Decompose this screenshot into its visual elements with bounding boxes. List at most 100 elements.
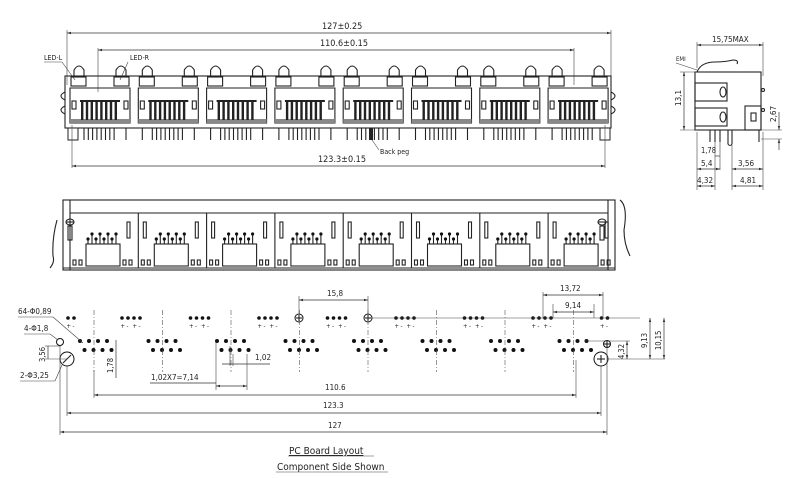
leader	[54, 364, 63, 382]
led-bump	[320, 65, 332, 76]
signal-pin	[352, 339, 356, 343]
slot	[331, 221, 336, 239]
foot	[215, 259, 220, 266]
port-top	[479, 213, 543, 268]
foot	[277, 259, 282, 266]
note-pins: 64-Φ0,89	[18, 307, 52, 316]
contact	[178, 100, 181, 120]
contact-tip	[162, 237, 166, 241]
contact	[383, 100, 386, 120]
dim-913-label: 9,13	[640, 333, 649, 348]
led-pin	[206, 316, 211, 320]
signal-pin	[219, 348, 224, 352]
port-front	[206, 65, 268, 124]
contact	[524, 100, 527, 120]
dim-depth-label: 15,75MAX	[712, 35, 749, 44]
emi-label: EMI	[676, 56, 686, 63]
signal-pin	[178, 348, 182, 352]
jack-top	[358, 243, 394, 267]
polarity-label: +	[600, 323, 605, 330]
contact	[90, 100, 93, 120]
contact-tip	[166, 232, 170, 236]
contact	[573, 100, 576, 120]
led-window	[411, 76, 429, 87]
top-peg-left	[65, 218, 75, 241]
jack-top	[290, 243, 326, 267]
contact	[300, 100, 303, 120]
slot	[126, 221, 131, 239]
polarity-label: -	[276, 323, 278, 330]
slot	[263, 221, 268, 239]
polarity-label: +	[463, 323, 468, 330]
port-opening	[69, 87, 131, 124]
top-emi-right	[619, 199, 631, 257]
jack-top	[563, 243, 599, 267]
contact	[500, 100, 503, 120]
port-front	[69, 65, 131, 124]
contact	[251, 100, 254, 120]
slot	[399, 221, 404, 239]
foot	[72, 259, 77, 266]
foot	[538, 259, 543, 266]
port-notch	[412, 100, 419, 110]
dim-178-label: 1,78	[106, 358, 115, 373]
foot	[488, 259, 493, 266]
foot	[146, 259, 151, 266]
dim-1233-label: 123.3	[323, 401, 344, 410]
contact	[109, 100, 113, 120]
contact	[510, 100, 513, 120]
foot	[556, 259, 561, 266]
led-pin	[72, 316, 76, 320]
dim-127-label: 127	[328, 421, 342, 430]
contact-bar	[148, 100, 189, 102]
port-front	[410, 65, 473, 124]
foot	[413, 259, 419, 266]
side-peg	[727, 130, 733, 147]
led-hole	[56, 338, 64, 346]
contact	[81, 100, 84, 120]
led-pin	[126, 316, 130, 320]
contact	[182, 100, 186, 120]
signal-pin	[306, 348, 310, 352]
led-window	[523, 76, 540, 87]
contact	[514, 100, 518, 120]
foot	[532, 259, 537, 266]
jack-top	[222, 243, 258, 267]
polarity-label: -	[344, 323, 346, 330]
led-pin	[275, 316, 279, 320]
port-floor	[411, 119, 472, 123]
dim-led-pitch-label: 110.6±0.15	[320, 39, 368, 49]
foot	[600, 259, 605, 266]
contact	[578, 100, 581, 120]
leader	[675, 62, 698, 71]
signal-pin	[557, 339, 562, 343]
pins-front	[73, 128, 605, 140]
signal-pin	[356, 348, 361, 352]
jack-top	[426, 243, 463, 267]
signal-pin	[100, 348, 105, 352]
contact	[290, 100, 294, 120]
polarity-label: -	[127, 323, 129, 330]
latch-upper	[719, 86, 727, 98]
contact-tip	[90, 232, 94, 236]
led-bump	[551, 65, 563, 76]
port-notch	[396, 100, 402, 110]
signal-pin	[575, 339, 580, 343]
pcb-holes: +-+-+-+-+-+-+-+-+-+-+-+-+-+-+-+-	[66, 316, 610, 352]
signal-pin	[361, 339, 365, 343]
jack-top	[495, 243, 531, 267]
contact	[100, 100, 103, 120]
contact-tip	[227, 232, 231, 236]
signal-pin	[96, 339, 100, 343]
contact-tip	[158, 232, 162, 236]
signal-pin	[173, 339, 178, 343]
port-top	[274, 213, 338, 268]
contact-tip	[110, 237, 114, 241]
signal-pin	[151, 348, 155, 352]
led-pin	[194, 316, 199, 320]
contact-tip	[512, 237, 516, 241]
latch-lower	[719, 111, 727, 123]
contact	[363, 100, 367, 120]
foot	[122, 259, 127, 266]
port-notch	[533, 100, 539, 110]
